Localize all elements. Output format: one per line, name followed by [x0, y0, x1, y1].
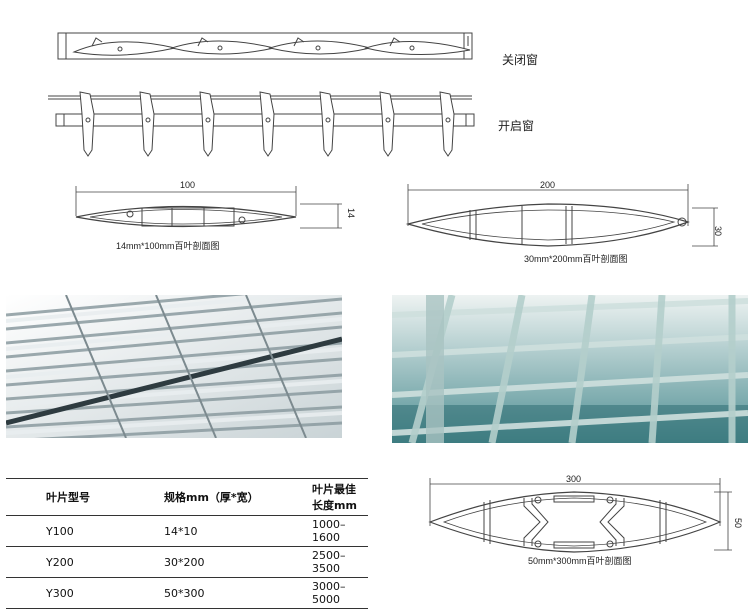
profile-200-width: 200	[540, 180, 556, 190]
open-window-label: 开启窗	[498, 119, 535, 133]
profile-300-height: 50	[733, 517, 744, 529]
table-cell: 14*10	[160, 515, 308, 547]
table-cell: 1000–1600	[308, 515, 368, 547]
table-row: Y100 14*10 1000–1600	[6, 515, 368, 547]
table-row: Y300 50*300 3000–5000	[6, 577, 368, 609]
profile-100-width: 100	[180, 180, 196, 190]
profile-200-drawing	[405, 184, 718, 247]
spec-table: 叶片型号 规格mm（厚*宽） 叶片最佳长度mm Y100 14*10 1000–…	[6, 478, 368, 609]
profile-100-drawing	[75, 186, 342, 229]
profile-200-caption: 30mm*200mm百叶剖面图	[524, 254, 628, 264]
profile-200-height: 30	[713, 225, 724, 237]
profile-300-width: 300	[566, 474, 582, 484]
table-cell: Y100	[6, 515, 160, 547]
table-header-row: 叶片型号 规格mm（厚*宽） 叶片最佳长度mm	[6, 478, 368, 516]
table-cell: Y300	[6, 577, 160, 609]
table-row: Y200 30*200 2500–3500	[6, 546, 368, 578]
header-spec: 规格mm（厚*宽）	[160, 478, 308, 516]
closed-window-label: 关闭窗	[502, 53, 539, 67]
table-cell: 50*300	[160, 577, 308, 609]
table-cell: 3000–5000	[308, 577, 368, 609]
header-length: 叶片最佳长度mm	[308, 478, 368, 516]
photo-grid-ceiling-right	[392, 295, 748, 443]
table-cell: 30*200	[160, 546, 308, 578]
profile-100-height: 14	[346, 207, 357, 219]
table-cell: Y200	[6, 546, 160, 578]
profile-100-caption: 14mm*100mm百叶剖面图	[116, 241, 220, 251]
closed-louver-drawing	[57, 32, 473, 60]
profile-300-caption: 50mm*300mm百叶剖面图	[528, 556, 632, 566]
header-model: 叶片型号	[6, 478, 160, 516]
photo-louver-ceiling-left	[6, 295, 342, 438]
open-louver-drawing	[48, 91, 475, 157]
profile-300-drawing	[428, 478, 732, 553]
table-cell: 2500–3500	[308, 546, 368, 578]
